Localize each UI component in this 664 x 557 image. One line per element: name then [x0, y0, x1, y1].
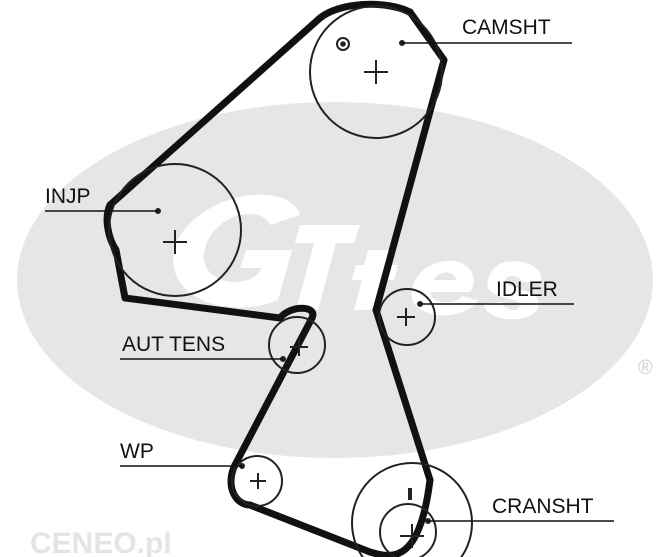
label-camshaft: CAMSHT: [462, 16, 551, 39]
label-crankshaft: CRANSHT: [492, 495, 594, 518]
gates-logo-watermark: ®: [17, 102, 653, 458]
leader-lines: [45, 42, 614, 522]
idler-pulley: [378, 288, 436, 346]
auto-tensioner-pulley: [268, 316, 326, 374]
component-labels: CAMSHT INJP IDLER AUT TENS WP CRANSHT: [45, 16, 594, 518]
label-water-pump: WP: [120, 440, 154, 463]
injection-pump-pulley: [108, 163, 242, 297]
label-auto-tensioner: AUT TENS: [122, 333, 225, 356]
crankshaft-pulley: [351, 462, 473, 557]
label-injection-pump: INJP: [45, 185, 91, 208]
timing-belt: [103, 0, 448, 557]
label-idler: IDLER: [496, 278, 558, 301]
water-pump-pulley: [231, 455, 283, 507]
pulleys: [108, 5, 473, 557]
source-watermark: CENEO.pl: [30, 527, 172, 557]
registered-mark: ®: [638, 357, 653, 379]
